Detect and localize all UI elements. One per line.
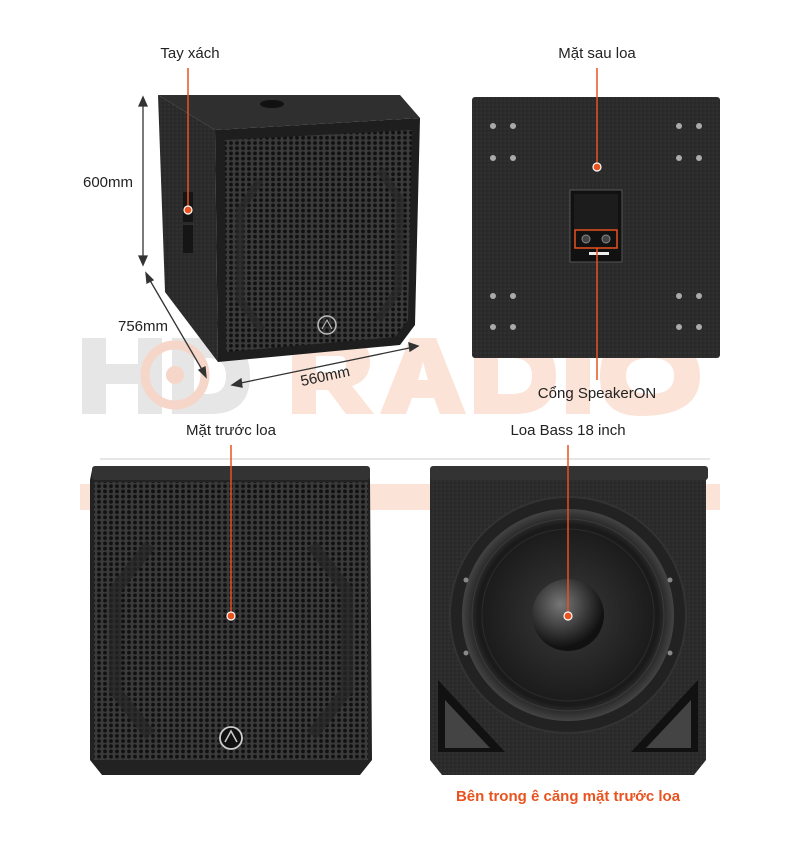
speaker-back-view [472,97,720,358]
caption: Bên trong ê căng mặt trước loa [455,788,681,805]
label-front: Mặt trước loa [186,422,276,439]
label-back: Mặt sau loa [558,45,636,62]
label-woofer: Loa Bass 18 inch [510,422,626,439]
brand-logo [317,315,337,335]
callout-lines [187,68,598,614]
dimension-lines [137,95,420,388]
speaker-inside-view [430,466,708,775]
label-speakon: Cổng SpeakerON [537,385,657,402]
label-handle: Tay xách [160,45,220,62]
callout-dots [183,162,602,621]
label-height: 600mm [82,174,134,191]
speaker-3d-view [158,95,420,362]
label-depth: 756mm [117,318,169,335]
